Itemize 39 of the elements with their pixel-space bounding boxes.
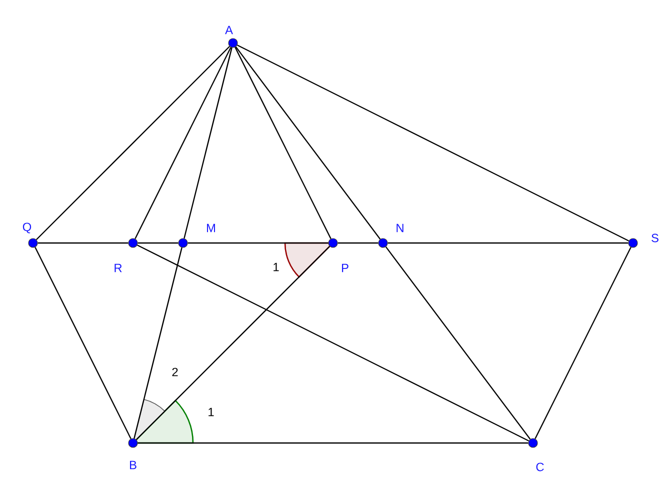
angle-label: 1	[208, 408, 214, 416]
line-segment	[188, 242, 328, 244]
line-segment	[138, 242, 178, 244]
point: N	[378, 224, 404, 248]
point: S	[628, 234, 658, 248]
node-label: P	[342, 264, 348, 272]
node-label: Q	[22, 222, 32, 234]
line-segment	[534, 247, 632, 439]
line-segment	[134, 47, 232, 239]
node-label: R	[114, 264, 122, 272]
line-segment	[134, 248, 182, 438]
line-segment	[36, 46, 230, 240]
point: Q	[22, 222, 38, 248]
node-label: M	[207, 224, 215, 232]
point: B	[128, 438, 138, 470]
angle-label: 1	[274, 262, 279, 272]
point: M	[178, 224, 215, 248]
line-segment	[385, 246, 531, 440]
point: P	[328, 238, 348, 272]
line-segment	[34, 247, 132, 439]
point: R	[114, 238, 138, 272]
angle-label: 2	[172, 368, 178, 376]
line-segment	[338, 242, 378, 244]
line-segment	[136, 246, 330, 440]
point: A	[225, 26, 238, 48]
node-label: C	[536, 462, 544, 472]
line-segment	[38, 242, 128, 244]
line-segment	[234, 47, 332, 239]
line-segment	[184, 48, 232, 238]
line-segment	[137, 244, 529, 442]
node-label: N	[396, 224, 404, 232]
line-segment	[235, 46, 381, 240]
line-segment	[237, 44, 629, 242]
line-segment	[388, 242, 628, 244]
line-segment	[138, 442, 528, 444]
node-label: B	[130, 460, 136, 470]
node-label: S	[652, 234, 658, 242]
point: C	[528, 438, 544, 472]
node-label: A	[225, 26, 233, 34]
